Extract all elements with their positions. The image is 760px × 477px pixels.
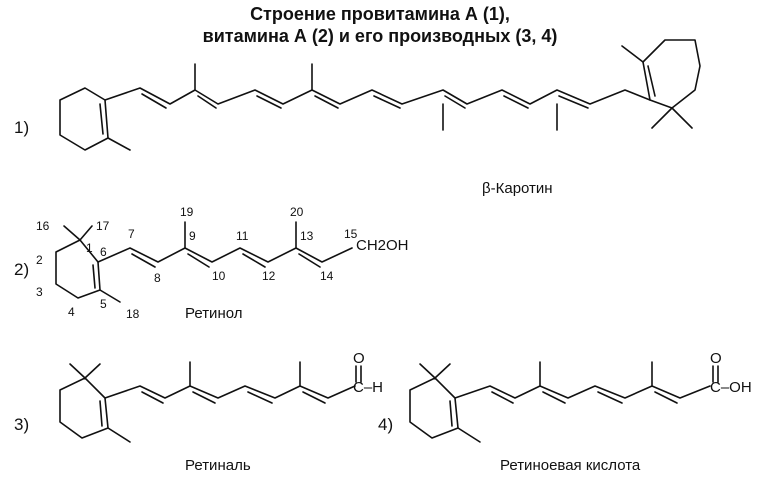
ra-db-2 xyxy=(542,391,566,404)
beta-carotene-structure xyxy=(59,39,701,151)
atom-number-17: 17 xyxy=(96,219,110,233)
ral-gem-methyl-a xyxy=(69,363,86,379)
bc-right-methyl xyxy=(621,45,644,63)
atom-number-4: 4 xyxy=(68,305,75,319)
name-retinal: Ретиналь xyxy=(185,457,251,474)
atom-number-2: 2 xyxy=(36,253,43,267)
ra-db-3 xyxy=(597,391,623,404)
rol-methyl-18 xyxy=(99,289,121,303)
ral-db-1 xyxy=(141,391,164,404)
bc-db-3 xyxy=(256,95,282,109)
atom-number-9: 9 xyxy=(189,229,196,243)
retinal-structure xyxy=(59,361,362,443)
bc-db-4 xyxy=(314,95,339,109)
bc-db-7 xyxy=(503,95,529,109)
rol-ring-double xyxy=(92,264,96,289)
ral-methyl-ring xyxy=(107,427,131,443)
atom-number-1: 1 xyxy=(86,241,93,255)
bc-db-1 xyxy=(141,93,167,109)
bc-left-methyl xyxy=(107,137,131,151)
ra-gem-methyl-b xyxy=(434,363,451,379)
rol-chain xyxy=(97,247,353,263)
atom-number-14: 14 xyxy=(320,269,334,283)
ra-db-1 xyxy=(491,391,514,404)
bc-right-gem-methyl-a xyxy=(651,107,673,129)
rol-db-13-14 xyxy=(298,253,321,268)
ra-chain xyxy=(454,385,711,399)
name-retinoic-acid: Ретиноевая кислота xyxy=(500,457,641,474)
bc-left-ring-double xyxy=(99,103,104,135)
bc-right-gem-methyl-b xyxy=(671,107,693,129)
figure-title-line-2: витамина А (2) и его производных (3, 4) xyxy=(202,26,558,46)
bc-chain xyxy=(104,87,651,105)
label-compound-4: 4) xyxy=(378,415,393,434)
atom-number-8: 8 xyxy=(154,271,161,285)
ral-db-3 xyxy=(247,391,273,404)
atom-number-13: 13 xyxy=(300,229,314,243)
label-compound-1: 1) xyxy=(14,118,29,137)
bc-db-2 xyxy=(197,95,217,109)
ra-ring-double xyxy=(449,400,453,427)
bc-db-6 xyxy=(444,95,466,109)
rol-gem-methyl-17 xyxy=(79,225,93,241)
name-beta-carotene: β-Каротин xyxy=(482,180,553,197)
rol-db-11-12 xyxy=(242,253,266,268)
atom-number-15: 15 xyxy=(344,227,358,241)
group-aldehyde-ch: C–H xyxy=(353,379,383,396)
bc-right-ring xyxy=(642,39,701,109)
bc-db-5 xyxy=(373,95,401,109)
figure-title-line-1: Строение провитамина А (1), xyxy=(250,4,510,24)
atom-number-3: 3 xyxy=(36,285,43,299)
bc-right-ring-double xyxy=(647,65,656,97)
atom-number-10: 10 xyxy=(212,269,226,283)
retinol-structure xyxy=(55,221,353,303)
ra-methyl-ring xyxy=(457,427,481,443)
atom-number-16: 16 xyxy=(36,219,50,233)
ral-gem-methyl-b xyxy=(84,363,101,379)
name-retinol: Ретинол xyxy=(185,305,243,322)
rol-db-7-8 xyxy=(131,253,156,268)
ra-gem-methyl-a xyxy=(419,363,436,379)
label-compound-2: 2) xyxy=(14,260,29,279)
bc-db-8 xyxy=(558,95,589,109)
group-aldehyde-o: O xyxy=(353,350,365,367)
group-acid-cooh: C–OH xyxy=(710,379,752,396)
group-ch2oh: CH2OH xyxy=(356,237,409,254)
atom-number-20: 20 xyxy=(290,205,304,219)
ral-db-2 xyxy=(192,391,216,404)
label-compound-3: 3) xyxy=(14,415,29,434)
ral-chain xyxy=(104,385,356,399)
atom-number-11: 11 xyxy=(236,229,249,243)
ral-ring-double xyxy=(99,400,103,427)
rol-gem-methyl-16 xyxy=(63,225,81,241)
atom-number-12: 12 xyxy=(262,269,276,283)
atom-number-18: 18 xyxy=(126,307,140,321)
atom-number-19: 19 xyxy=(180,205,194,219)
rol-db-9-10 xyxy=(187,253,210,268)
ral-db-4 xyxy=(302,391,326,404)
atom-number-5: 5 xyxy=(100,297,107,311)
ra-db-4 xyxy=(654,391,678,404)
atom-number-6: 6 xyxy=(100,245,107,259)
group-acid-o: O xyxy=(710,350,722,367)
retinoic-acid-structure xyxy=(409,361,719,443)
atom-number-7: 7 xyxy=(128,227,135,241)
